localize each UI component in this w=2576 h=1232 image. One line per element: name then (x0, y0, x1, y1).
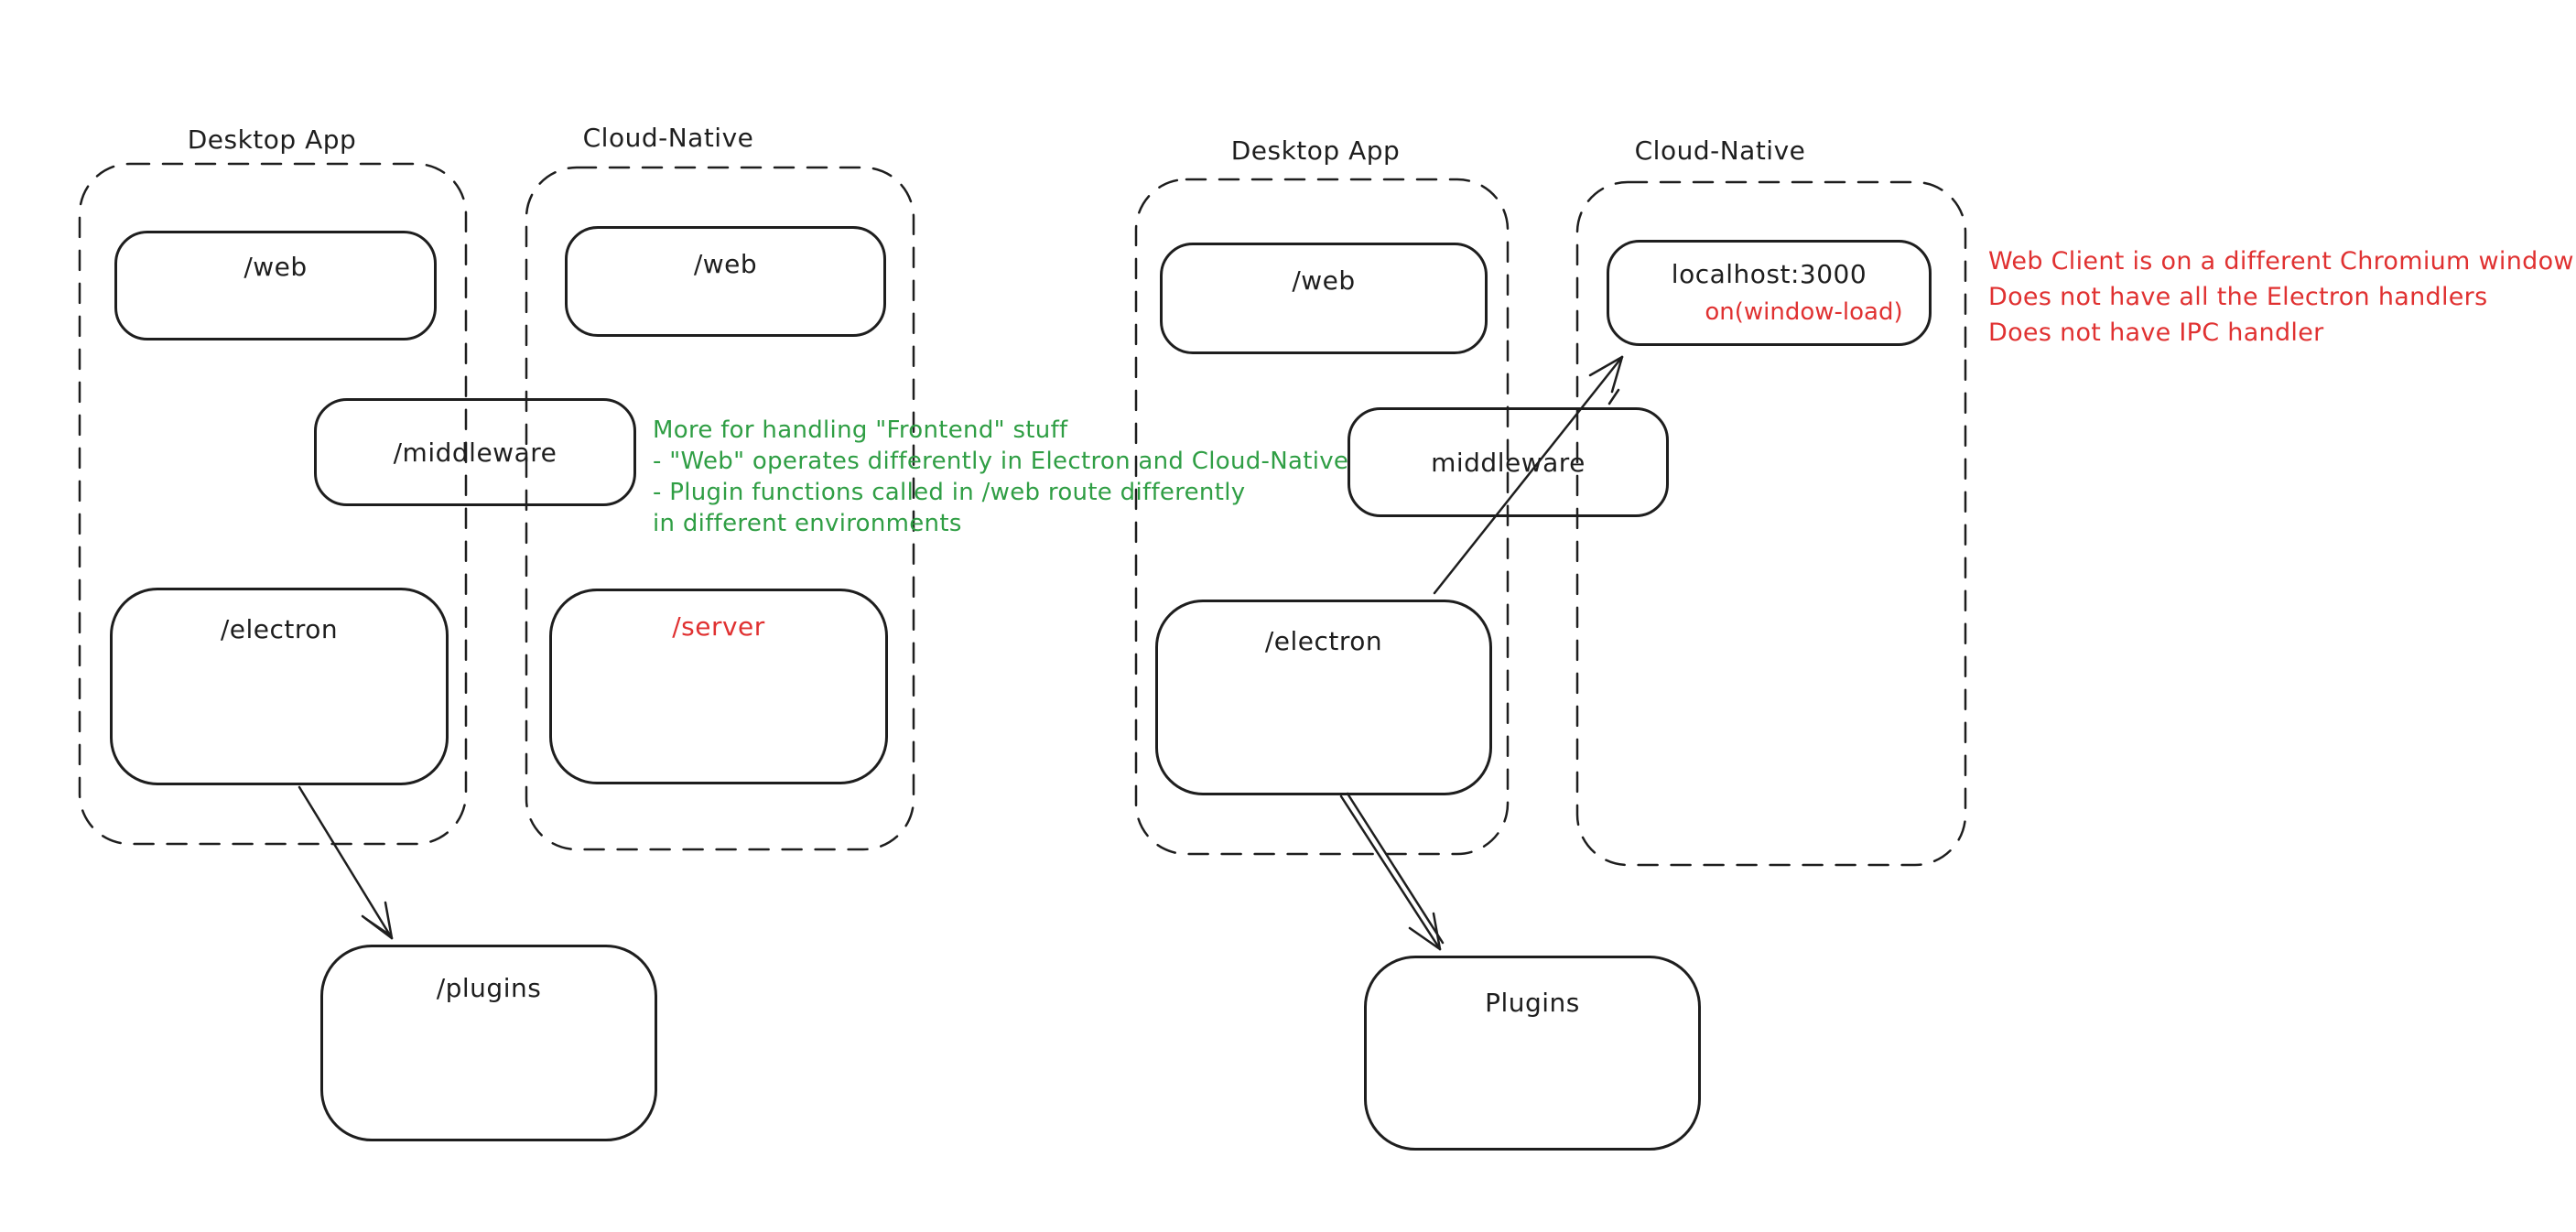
right-desktop-web-box: /web (1160, 243, 1488, 354)
left-plugins-label: /plugins (436, 973, 542, 1003)
left-desktop-web-box: /web (114, 231, 437, 340)
red-annotation-note: Web Client is on a different Chromium wi… (1988, 243, 2574, 351)
green-note-line-2: - "Web" operates differently in Electron… (653, 448, 1349, 475)
left-plugins-box: /plugins (320, 945, 657, 1141)
left-electron-label: /electron (220, 614, 339, 644)
green-annotation-note: More for handling "Frontend" stuff - "We… (653, 415, 1348, 539)
arrow-right-electron-to-plugins (1339, 792, 1445, 951)
left-middleware-box: /middleware (314, 398, 636, 506)
left-cloud-web-label: /web (693, 249, 758, 279)
green-note-line-4: in different environments (653, 510, 962, 537)
red-note-line-1: Web Client is on a different Chromium wi… (1988, 247, 2574, 276)
red-note-line-2: Does not have all the Electron handlers (1988, 283, 2488, 311)
right-electron-label: /electron (1264, 626, 1383, 656)
right-electron-box: /electron (1155, 600, 1492, 795)
left-server-box: /server (549, 589, 888, 784)
green-note-line-1: More for handling "Frontend" stuff (653, 416, 1068, 444)
left-desktop-app-label: Desktop App (187, 124, 357, 155)
right-desktop-web-label: /web (1292, 265, 1356, 296)
right-localhost-label: localhost:3000 (1671, 259, 1867, 289)
right-plugins-label: Plugins (1485, 988, 1580, 1018)
right-localhost-box: localhost:3000 on(window-load) (1607, 240, 1932, 346)
right-cloud-native-label: Cloud-Native (1634, 135, 1806, 166)
left-server-label: /server (672, 611, 765, 642)
right-plugins-box: Plugins (1364, 956, 1701, 1151)
left-cloud-web-box: /web (565, 226, 886, 337)
left-cloud-native-label: Cloud-Native (582, 123, 754, 153)
right-middleware-label: middleware (1431, 447, 1586, 478)
green-note-line-3: - Plugin functions called in /web route … (653, 479, 1246, 506)
right-middleware-box: middleware (1348, 407, 1669, 517)
left-desktop-web-label: /web (244, 252, 308, 282)
right-on-window-load-label: on(window-load) (1705, 298, 1903, 326)
left-middleware-label: /middleware (393, 437, 557, 468)
left-electron-box: /electron (110, 588, 449, 785)
right-desktop-app-label: Desktop App (1230, 135, 1401, 166)
arrow-left-electron-to-plugins (298, 785, 394, 940)
red-note-line-3: Does not have IPC handler (1988, 319, 2324, 347)
